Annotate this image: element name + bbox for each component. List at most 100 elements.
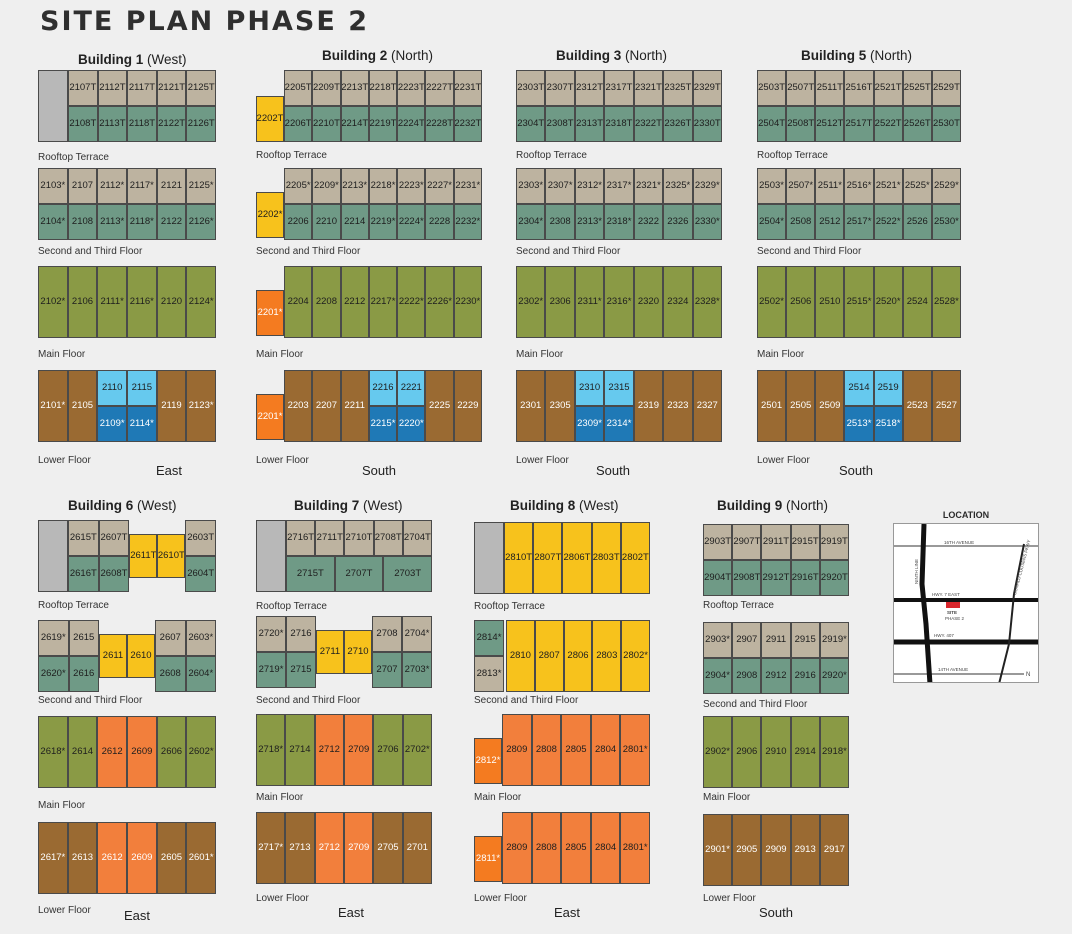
unit-cell[interactable]: 2213T	[340, 70, 369, 106]
unit-cell[interactable]: 2521T	[873, 70, 903, 106]
unit-cell[interactable]: 2224T	[397, 106, 426, 142]
unit-cell[interactable]: 2110	[97, 370, 127, 406]
unit-cell[interactable]: 2506	[786, 266, 816, 338]
unit-cell[interactable]: 2810T	[504, 522, 534, 594]
unit-cell[interactable]: 2516*	[844, 168, 874, 204]
unit-cell[interactable]: 2103*	[38, 168, 68, 204]
unit-cell[interactable]: 2108	[67, 204, 98, 240]
unit-cell[interactable]: 2920T	[819, 560, 849, 596]
unit-cell[interactable]: 2525T	[902, 70, 932, 106]
unit-cell[interactable]: 2916	[790, 658, 820, 694]
unit-cell[interactable]: 2615T	[68, 520, 99, 556]
unit-cell[interactable]: 2317*	[604, 168, 634, 204]
unit-cell[interactable]: 2517*	[844, 204, 874, 240]
unit-cell[interactable]: 2211	[340, 370, 369, 442]
unit-cell[interactable]: 2314*	[604, 406, 634, 442]
unit-cell[interactable]: 2901*	[703, 814, 733, 886]
unit-cell[interactable]: 2226*	[425, 266, 454, 338]
unit-cell[interactable]: 2530*	[931, 204, 961, 240]
unit-cell[interactable]: 2907	[732, 622, 762, 658]
unit-cell[interactable]: 2919T	[819, 524, 849, 560]
unit-cell[interactable]: 2610	[127, 634, 155, 678]
unit-cell[interactable]: 2502*	[757, 266, 787, 338]
unit-cell[interactable]: 2714	[285, 714, 315, 786]
unit-cell[interactable]: 2812*	[474, 738, 502, 784]
unit-cell[interactable]: 2207	[312, 370, 341, 442]
unit-cell[interactable]: 2325T	[663, 70, 693, 106]
unit-cell[interactable]: 2122	[156, 204, 187, 240]
unit-cell[interactable]: 2209*	[312, 168, 341, 204]
unit-cell[interactable]: 2516T	[844, 70, 874, 106]
unit-cell[interactable]: 2312T	[574, 70, 605, 106]
unit-cell[interactable]: 2228T	[425, 106, 454, 142]
unit-cell[interactable]: 2803T	[591, 522, 621, 594]
unit-cell[interactable]: 2307*	[545, 168, 575, 204]
unit-cell[interactable]: 2219T	[368, 106, 398, 142]
unit-cell[interactable]: 2719*	[256, 652, 286, 688]
unit-cell[interactable]: 2201*	[256, 290, 284, 336]
unit-cell[interactable]: 2911T	[761, 524, 791, 560]
unit-cell[interactable]: 2218T	[368, 70, 398, 106]
unit-cell[interactable]: 2512	[815, 204, 845, 240]
unit-cell[interactable]: 2316*	[604, 266, 634, 338]
unit-cell[interactable]: 2704T	[402, 520, 432, 556]
unit-cell[interactable]: 2303T	[516, 70, 546, 106]
unit-cell[interactable]: 2706	[373, 714, 403, 786]
unit-cell[interactable]: 2327	[692, 370, 722, 442]
unit-cell[interactable]: 2510	[815, 266, 845, 338]
unit-cell[interactable]: 2325*	[663, 168, 693, 204]
unit-cell[interactable]: 2208	[312, 266, 341, 338]
unit-cell[interactable]: 2612	[97, 716, 127, 788]
unit-cell[interactable]: 2222*	[397, 266, 426, 338]
unit-cell[interactable]: 2313T	[574, 106, 605, 142]
unit-cell[interactable]: 2107T	[68, 70, 98, 106]
unit-cell[interactable]: 2912T	[761, 560, 791, 596]
unit-cell[interactable]: 2920*	[819, 658, 849, 694]
unit-cell[interactable]: 2202T	[256, 96, 284, 142]
unit-cell[interactable]: 2308T	[545, 106, 575, 142]
unit-cell[interactable]: 2712	[314, 714, 344, 786]
unit-cell[interactable]: 2711T	[315, 520, 345, 556]
unit-cell[interactable]: 2511*	[815, 168, 845, 204]
unit-cell[interactable]: 2607T	[98, 520, 130, 556]
unit-cell[interactable]: 2113T	[97, 106, 128, 142]
unit-cell[interactable]: 2126*	[186, 204, 216, 240]
unit-cell[interactable]: 2609	[127, 716, 157, 788]
unit-cell[interactable]: 2708T	[373, 520, 403, 556]
unit-cell[interactable]: 2318T	[604, 106, 634, 142]
unit-cell[interactable]: 2125T	[186, 70, 216, 106]
unit-cell[interactable]: 2221	[397, 370, 426, 406]
unit-cell[interactable]: 2619*	[38, 620, 69, 656]
unit-cell[interactable]: 2301	[516, 370, 546, 442]
unit-cell[interactable]: 2802T	[620, 522, 650, 594]
unit-cell[interactable]: 2713	[285, 812, 315, 884]
unit-cell[interactable]: 2503*	[757, 168, 787, 204]
unit-cell[interactable]: 2809	[502, 714, 532, 786]
unit-cell[interactable]: 2608	[155, 656, 186, 692]
unit-cell[interactable]: 2602*	[186, 716, 216, 788]
unit-cell[interactable]: 2606	[156, 716, 187, 788]
unit-cell[interactable]: 2212	[340, 266, 369, 338]
unit-cell[interactable]: 2317T	[604, 70, 634, 106]
unit-cell[interactable]: 2912	[761, 658, 791, 694]
unit-cell[interactable]: 2616T	[68, 556, 99, 592]
unit-cell[interactable]: 2205*	[284, 168, 313, 204]
unit-cell[interactable]: 2209T	[312, 70, 341, 106]
unit-cell[interactable]: 2514	[844, 370, 874, 406]
unit-cell[interactable]: 2806T	[562, 522, 592, 594]
unit-cell[interactable]: 2715T	[286, 556, 335, 592]
unit-cell[interactable]: 2715	[286, 652, 316, 688]
unit-cell[interactable]: 2210	[312, 204, 341, 240]
unit-cell[interactable]: 2324	[663, 266, 693, 338]
unit-cell[interactable]: 2620*	[38, 656, 69, 692]
unit-cell[interactable]: 2805	[561, 812, 591, 884]
unit-cell[interactable]: 2329*	[692, 168, 722, 204]
unit-cell[interactable]: 2902*	[703, 716, 733, 788]
unit-cell[interactable]: 2908T	[732, 560, 762, 596]
unit-cell[interactable]: 2615	[68, 620, 99, 656]
unit-cell[interactable]: 2227T	[425, 70, 454, 106]
unit-cell[interactable]: 2808	[531, 812, 562, 884]
unit-cell[interactable]: 2512T	[815, 106, 845, 142]
unit-cell[interactable]: 2114*	[127, 406, 157, 442]
unit-cell[interactable]: 2218*	[368, 168, 398, 204]
